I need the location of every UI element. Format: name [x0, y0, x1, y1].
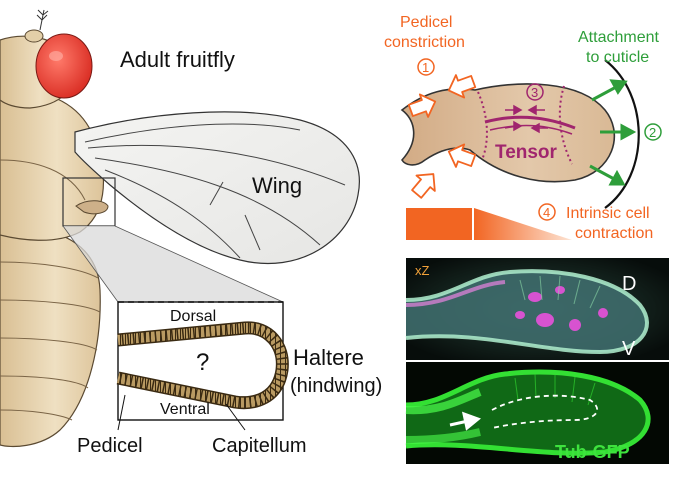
haltere-inset	[116, 301, 289, 421]
wing	[74, 111, 360, 265]
scutellum	[0, 159, 86, 201]
ventral-label: Ventral	[160, 401, 210, 418]
marker-2	[644, 123, 662, 141]
eye	[35, 33, 93, 99]
fly-illustration: Wing	[0, 9, 360, 448]
haltere-label: Haltere	[293, 345, 364, 370]
dorsal-label: Dorsal	[170, 308, 216, 325]
arrow-icon	[449, 411, 482, 431]
contraction-arrows	[504, 104, 548, 134]
abdomen	[0, 224, 101, 448]
intrinsic-line2: contraction	[575, 225, 653, 242]
tub-gfp-label: Tub-GFP	[555, 442, 630, 462]
capitellum-label: Capitellum	[212, 435, 306, 457]
attachment-line2: to cuticle	[586, 49, 649, 66]
wing-veins	[84, 123, 346, 259]
wing-label: Wing	[252, 173, 302, 198]
micrograph-merged	[405, 258, 669, 360]
haltere-small	[75, 200, 109, 215]
xz-label: xZ	[415, 263, 430, 278]
antenna	[24, 29, 44, 43]
marker-3-text: 3	[531, 85, 538, 100]
haltere-model-shape	[400, 83, 615, 183]
attachment-arrows	[589, 79, 637, 186]
marker-2-text: 2	[649, 125, 656, 140]
tensor-model: 3 Tensor 1 Pedicel constriction 2 Attach…	[384, 14, 662, 242]
contraction-bar	[406, 208, 472, 240]
attachment-line1: Attachment	[578, 29, 659, 46]
marker-4-text: 4	[543, 205, 550, 220]
pedicel-constriction-line1: Pedicel	[400, 14, 452, 31]
intrinsic-line1: Intrinsic cell	[566, 205, 650, 222]
marker-4	[538, 203, 556, 221]
tensor-label: Tensor	[495, 142, 558, 163]
ventral-v-label: V	[622, 338, 636, 360]
dorsal-d-label: D	[622, 273, 636, 295]
micrograph-tubgfp	[405, 362, 669, 464]
constriction-arrows	[407, 74, 477, 199]
abdomen-segments	[0, 261, 101, 421]
pedicel-constriction-line2: constriction	[384, 34, 465, 51]
cuticle	[604, 59, 640, 209]
question-mark: ?	[196, 349, 209, 376]
hindwing-label: (hindwing)	[290, 375, 382, 397]
thorax	[0, 91, 105, 241]
capitellum-pointer	[225, 403, 246, 431]
pedicel-label: Pedicel	[77, 435, 143, 457]
marker-1	[417, 58, 435, 76]
zoom-wedge	[63, 226, 283, 302]
bristle-icon	[36, 9, 49, 31]
marker-3	[526, 83, 544, 101]
adult-fruitfly-label: Adult fruitfly	[120, 47, 235, 72]
pedicel-pointer	[117, 394, 126, 431]
contraction-wedge	[474, 208, 572, 240]
marker-1-text: 1	[422, 60, 429, 75]
